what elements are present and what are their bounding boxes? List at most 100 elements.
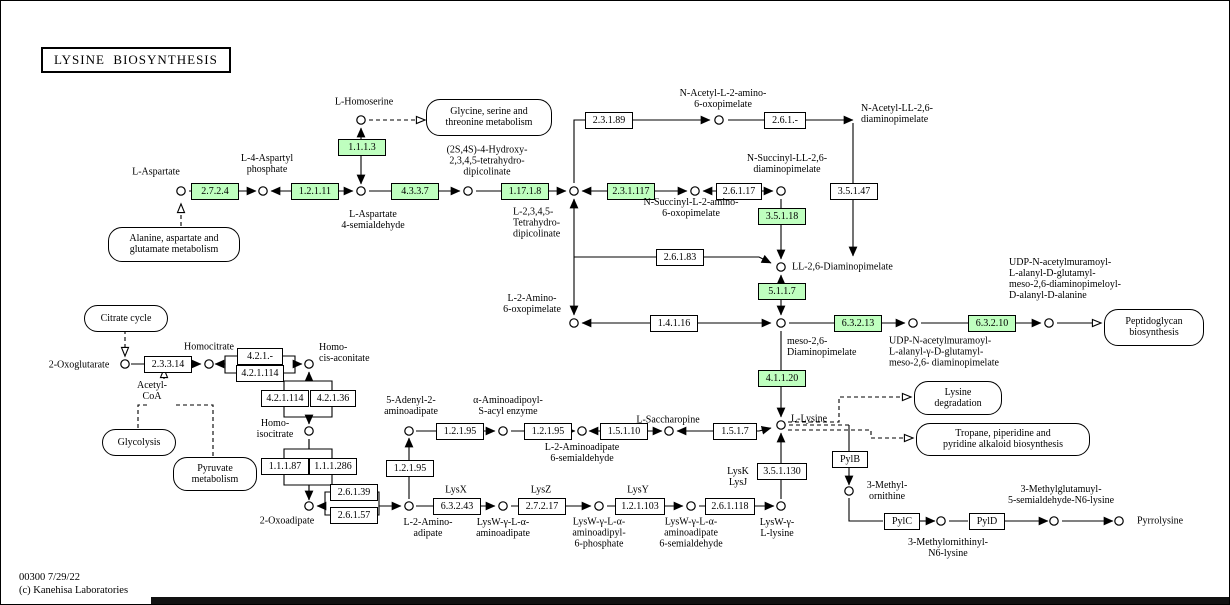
enzyme-box-2-6-1-118[interactable]: 2.6.1.118 <box>705 498 755 515</box>
enzyme-box-2-6-1-39[interactable]: 2.6.1.39 <box>330 484 378 501</box>
label-line: L-Homoserine <box>334 96 394 108</box>
enzyme-box-1-2-1-95[interactable]: 1.2.1.95 <box>436 423 484 440</box>
enzyme-box-2-3-1-117[interactable]: 2.3.1.117 <box>607 183 655 200</box>
enzyme-box-4-2-1-36[interactable]: 4.2.1.36 <box>310 390 356 407</box>
enzyme-box-2-6-1-57[interactable]: 2.6.1.57 <box>330 507 378 524</box>
pathway-box-citrate-cycle[interactable]: Citrate cycle <box>84 304 168 332</box>
label-lysw-l: LysW-γ-L-α-aminoadipate <box>476 517 530 539</box>
enzyme-box-3-5-1-130[interactable]: 3.5.1.130 <box>757 463 807 480</box>
enzyme-box-1-5-1-7[interactable]: 1.5.1.7 <box>713 423 757 440</box>
compound-node[interactable] <box>714 115 724 125</box>
enzyme-box-pylb[interactable]: PylB <box>832 451 868 468</box>
compound-node[interactable] <box>304 426 314 436</box>
enzyme-box-1-1-1-286[interactable]: 1.1.1.286 <box>309 458 357 475</box>
compound-node[interactable] <box>304 501 314 511</box>
enzyme-box-2-6-1-17[interactable]: 2.6.1.17 <box>716 183 762 200</box>
label-line: LysW-γ-L-α- <box>572 516 626 528</box>
compound-node[interactable] <box>404 426 414 436</box>
enzyme-box-4-2-1[interactable]: 4.2.1.- <box>237 348 283 365</box>
compound-node[interactable] <box>569 318 579 328</box>
enzyme-box-6-3-2-13[interactable]: 6.3.2.13 <box>834 315 882 332</box>
compound-node[interactable] <box>776 262 786 272</box>
compound-node[interactable] <box>594 501 604 511</box>
enzyme-box-1-1-1-3[interactable]: 1.1.1.3 <box>338 139 386 156</box>
compound-node[interactable] <box>776 420 786 430</box>
compound-node[interactable] <box>569 186 579 196</box>
compound-node[interactable] <box>908 318 918 328</box>
compound-node[interactable] <box>1044 318 1054 328</box>
enzyme-box-6-3-2-10[interactable]: 6.3.2.10 <box>968 315 1016 332</box>
enzyme-box-pyld[interactable]: PylD <box>969 513 1005 530</box>
enzyme-box-1-2-1-11[interactable]: 1.2.1.11 <box>291 183 339 200</box>
label-line: 6-oxopimelate <box>662 208 720 219</box>
label-line: phosphate <box>246 164 288 175</box>
enzyme-box-2-3-1-89[interactable]: 2.3.1.89 <box>585 112 633 129</box>
enzyme-box-4-2-1-114[interactable]: 4.2.1.114 <box>261 390 309 407</box>
label-line: 6-phosphate <box>574 538 624 550</box>
enzyme-box-4-3-3-7[interactable]: 4.3.3.7 <box>391 183 439 200</box>
enzyme-box-2-6-1-83[interactable]: 2.6.1.83 <box>656 249 704 266</box>
enzyme-box-3-5-1-18[interactable]: 3.5.1.18 <box>758 208 806 225</box>
compound-node[interactable] <box>776 501 786 511</box>
compound-node[interactable] <box>664 426 674 436</box>
compound-node[interactable] <box>776 186 786 196</box>
compound-node[interactable] <box>204 359 214 369</box>
label-line: Tetrahydro- <box>513 217 561 229</box>
enzyme-box-4-1-1-20[interactable]: 4.1.1.20 <box>758 370 806 387</box>
compound-node[interactable] <box>463 186 473 196</box>
label-n-succinyl-ll-2-6: N-Succinyl-LL-2,6-diaminopimelate <box>747 153 827 175</box>
enzyme-box-1-2-1-95[interactable]: 1.2.1.95 <box>524 423 572 440</box>
compound-node[interactable] <box>356 115 366 125</box>
enzyme-box-1-1-1-87[interactable]: 1.1.1.87 <box>261 458 309 475</box>
compound-node[interactable] <box>690 186 700 196</box>
compound-node[interactable] <box>577 426 587 436</box>
enzyme-box-1-17-1-8[interactable]: 1.17.1.8 <box>501 183 549 200</box>
compound-node[interactable] <box>120 359 130 369</box>
enzyme-box-1-5-1-10[interactable]: 1.5.1.10 <box>600 423 648 440</box>
compound-node[interactable] <box>686 501 696 511</box>
enzyme-box-3-5-1-47[interactable]: 3.5.1.47 <box>830 183 878 200</box>
compound-node[interactable] <box>404 501 414 511</box>
label-line: α-Aminoadipoyl- <box>473 395 543 406</box>
label-meso-2-6: meso-2,6-Diaminopimelate <box>787 336 856 358</box>
compound-node[interactable] <box>1049 516 1059 526</box>
enzyme-box-1-2-1-95[interactable]: 1.2.1.95 <box>386 460 434 477</box>
pathway-box-glycolysis[interactable]: Glycolysis <box>102 428 176 456</box>
compound-node[interactable] <box>498 501 508 511</box>
compound-node[interactable] <box>844 486 854 496</box>
label-line: CoA <box>142 391 162 402</box>
compound-node[interactable] <box>258 186 268 196</box>
compound-node[interactable] <box>936 516 946 526</box>
enzyme-box-1-2-1-103[interactable]: 1.2.1.103 <box>615 498 665 515</box>
enzyme-box-4-2-1-114[interactable]: 4.2.1.114 <box>236 365 284 382</box>
enzyme-box-5-1-1-7[interactable]: 5.1.1.7 <box>758 283 806 300</box>
compound-node[interactable] <box>304 359 314 369</box>
label-line: L-2-Aminoadipate <box>544 442 620 453</box>
compound-node[interactable] <box>356 186 366 196</box>
label-lysw: LysW-γ-L-lysine <box>760 517 794 539</box>
enzyme-box-6-3-2-43[interactable]: 6.3.2.43 <box>433 498 481 515</box>
enzyme-box-2-3-3-14[interactable]: 2.3.3.14 <box>144 356 192 373</box>
label-line: LysW-γ- <box>759 517 795 528</box>
enzyme-box-2-7-2-4[interactable]: 2.7.2.4 <box>191 183 239 200</box>
compound-node[interactable] <box>1114 516 1124 526</box>
compound-node[interactable] <box>776 318 786 328</box>
compound-node[interactable] <box>176 186 186 196</box>
enzyme-box-2-6-1[interactable]: 2.6.1.- <box>764 112 806 129</box>
label-line: L-Aspartate <box>132 166 180 178</box>
compound-node[interactable] <box>498 426 508 436</box>
label-line: Homo- <box>319 342 348 353</box>
enzyme-box-1-4-1-16[interactable]: 1.4.1.16 <box>650 315 698 332</box>
edge <box>174 404 214 456</box>
label-line: meso-2,6-diaminopimeloyl- <box>1009 279 1121 290</box>
enzyme-box-2-7-2-17[interactable]: 2.7.2.17 <box>518 498 566 515</box>
label-line: 6-oxopimelate <box>503 304 561 315</box>
enzyme-box-pylc[interactable]: PylC <box>884 513 920 530</box>
